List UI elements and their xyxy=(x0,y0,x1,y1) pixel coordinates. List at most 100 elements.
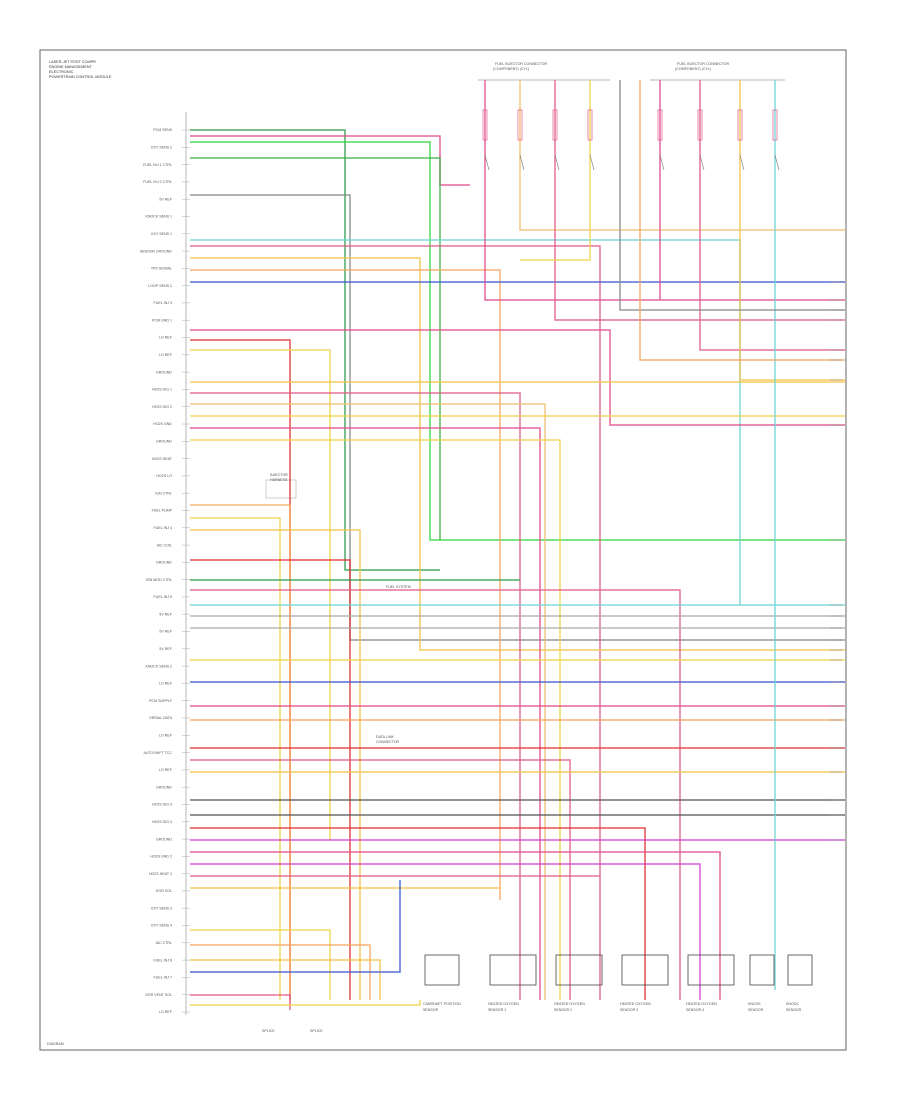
wire xyxy=(190,157,441,540)
mid-note-1-label-2: HARNESS xyxy=(270,478,288,482)
pcm-pin-label: FUEL PUMP xyxy=(152,509,173,513)
wire xyxy=(190,239,741,605)
pcm-pin-label: GROUND xyxy=(156,837,172,841)
footer-ref: DIAGRAM xyxy=(47,1042,64,1046)
pcm-pin-label: LO REF xyxy=(159,1010,173,1014)
mid-note-data-link-2: CONNECTOR xyxy=(376,740,399,744)
sensor-component-icon xyxy=(787,954,813,986)
switch-icon xyxy=(699,154,705,171)
wire xyxy=(190,245,601,1000)
bottom-splice-2: SPLICE xyxy=(310,1029,323,1033)
pcm-pin-label: KNOCK SENS 1 xyxy=(145,215,172,219)
top-connector-right-label: FUEL INJECTOR CONNECTOR xyxy=(677,62,729,66)
pcm-pin-label: HO2S HEAT 2 xyxy=(149,872,172,876)
mid-note-injector-harness: INJECTOR HARNESS xyxy=(265,473,297,499)
wire xyxy=(190,504,291,1005)
pcm-pin-label: IGN CTRL xyxy=(155,491,172,495)
fuse-icon xyxy=(587,109,593,141)
pin-layer xyxy=(182,129,190,1013)
diagram-border xyxy=(39,49,847,1051)
pcm-pin-label: OXY SENS 4 xyxy=(151,924,172,928)
header-line-4: POWERTRAIN CONTROL MODULE xyxy=(49,75,112,79)
wire xyxy=(190,257,845,651)
wire xyxy=(190,1000,421,1006)
pcm-pin-label: OXY SENS 1 xyxy=(151,232,172,236)
fuse-icon xyxy=(772,109,778,141)
pcm-pin-label: LO REF xyxy=(159,682,173,686)
top-connector-right: FUEL INJECTOR CONNECTOR (COMPONENT) (CYL… xyxy=(650,62,785,81)
pcm-pin-label: HO2S LO xyxy=(156,474,172,478)
sensor-component-icon xyxy=(749,954,775,986)
pcm-pin-label: 5V REF xyxy=(159,197,172,201)
right-edge-terminals xyxy=(830,281,842,841)
wire xyxy=(190,329,845,426)
pcm-pin-label: AUTOSHIFT TCC xyxy=(143,751,172,755)
component-label: CAMSHAFT POSITION xyxy=(423,1002,461,1006)
pcm-pin-label: FUEL INJ 2 CTRL xyxy=(143,180,172,184)
wire xyxy=(190,194,845,641)
switch-icon xyxy=(589,154,595,171)
pcm-pin-label: HO2S SIG 3 xyxy=(152,803,172,807)
sensor-component-icon xyxy=(424,954,460,986)
mid-note-data-link: DATA LINK xyxy=(376,735,394,739)
pcm-pin-label: PCM GND 1 xyxy=(152,318,172,322)
wire xyxy=(190,529,361,1000)
fuse-icon xyxy=(657,109,663,141)
fuse-icon xyxy=(737,109,743,141)
wire xyxy=(554,80,845,321)
wire-layer xyxy=(190,80,845,1010)
pcm-pin-label: OXY SENS 2 xyxy=(151,146,172,150)
wire xyxy=(190,944,371,1000)
pcm-pin-label: IAC COIL xyxy=(157,543,172,547)
top-connector-left-label-2: (COMPONENT) (CYL) xyxy=(493,67,529,71)
component-label-2: SENSOR xyxy=(423,1008,439,1012)
switch-icon xyxy=(659,154,665,171)
pcm-pin-label: FUEL INJ 1 CTRL xyxy=(143,163,172,167)
pcm-pin-label: HO2S GND 2 xyxy=(150,855,172,859)
pcm-pin-label: 5V REF xyxy=(159,647,172,651)
wire xyxy=(190,349,331,840)
component-label: HEATED OXYGEN xyxy=(554,1002,585,1006)
pcm-pin-label: HO2S SIG 4 xyxy=(152,820,172,824)
wire xyxy=(190,559,351,1000)
sensor-component-icon xyxy=(489,954,537,986)
wire xyxy=(190,589,681,1000)
wire xyxy=(190,880,401,973)
pcm-pin-label: KNOCK SENS 2 xyxy=(145,664,172,668)
pcm-pin-label: 5V REF xyxy=(159,630,172,634)
wire xyxy=(190,994,291,1010)
component-label-2: SENSOR 2 xyxy=(554,1008,572,1012)
wire xyxy=(190,129,440,571)
wire xyxy=(190,339,291,1000)
wire xyxy=(190,827,646,1000)
pcm-pin-label: HO2S SIG 1 xyxy=(152,388,172,392)
pcm-pin-label: GROUND xyxy=(156,440,172,444)
pcm-pin-label: IAC CTRL xyxy=(156,941,172,945)
pcm-pin-label: LOOP SENS 2 xyxy=(148,284,172,288)
pcm-pin-label: 5V REF xyxy=(159,612,172,616)
wire xyxy=(190,392,521,1000)
wire xyxy=(190,863,701,1000)
header-line-2: ENGINE MANAGEMENT xyxy=(49,65,93,69)
mid-note-1-label: INJECTOR xyxy=(270,473,288,477)
wire xyxy=(190,959,381,1000)
pcm-pin-label: LO REF xyxy=(159,353,173,357)
wire xyxy=(484,80,845,301)
wire xyxy=(190,403,546,1000)
fuse-icon xyxy=(517,109,523,141)
wire xyxy=(190,759,571,1000)
pcm-pin-label: SENSOR GROUND xyxy=(140,249,173,253)
pcm-pin-label: FUEL INJ 5 xyxy=(154,595,172,599)
wire xyxy=(699,80,845,351)
bottom-splice-1: SPLICE xyxy=(262,1029,275,1033)
wire xyxy=(519,80,845,231)
switch-icon xyxy=(484,154,490,171)
pcm-pin-label: PCM SUPPLY xyxy=(149,699,173,703)
mid-note-fuel-system: FUEL SYSTEM xyxy=(386,585,411,589)
wire xyxy=(639,80,845,361)
wire xyxy=(619,80,845,311)
pcm-pin-label: FUEL INJ 7 xyxy=(154,976,172,980)
switch-icon xyxy=(519,154,525,171)
pcm-pin-label: LO REF xyxy=(159,734,173,738)
